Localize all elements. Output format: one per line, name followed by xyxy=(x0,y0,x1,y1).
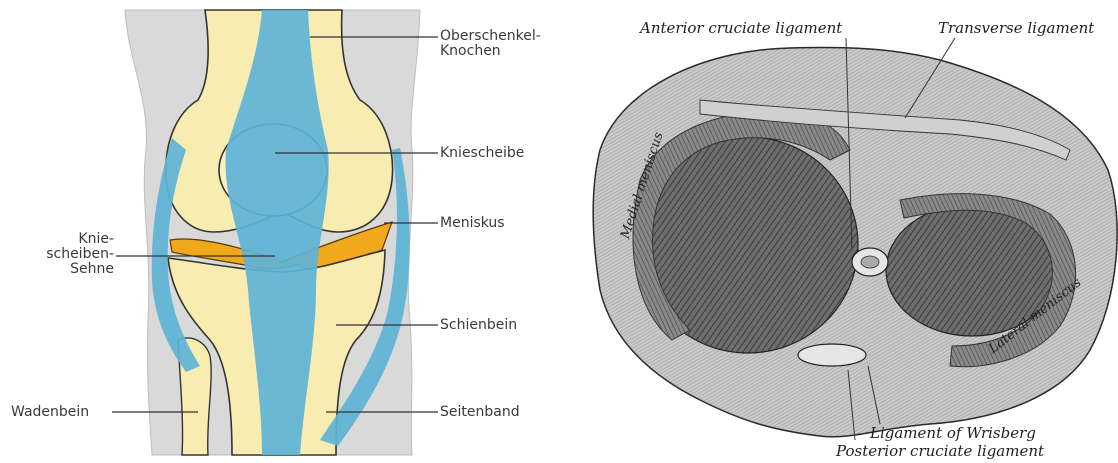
anterior-cruciate-attachment-core xyxy=(861,256,879,268)
label-collateral: Seitenband xyxy=(440,405,520,420)
label-tibia: Schienbein xyxy=(440,318,517,333)
label-femur-line2: Knochen xyxy=(440,44,541,59)
label-wrisberg: Ligament of Wrisberg xyxy=(870,424,1036,442)
posterior-cruciate-attachment xyxy=(798,344,866,366)
label-femur: Oberschenkel- Knochen xyxy=(440,29,541,59)
label-anterior-cruciate: Anterior cruciate ligament xyxy=(640,19,842,37)
label-meniscus: Meniskus xyxy=(440,216,505,231)
label-patella: Kniescheibe xyxy=(440,146,524,161)
label-patellar-tendon: Knie- scheiben- Sehne xyxy=(46,232,114,277)
label-fibula: Wadenbein xyxy=(11,405,89,420)
meniscus-engraving xyxy=(593,38,1117,440)
label-tendon-line2: scheiben- xyxy=(46,247,114,262)
label-tendon-line1: Knie- xyxy=(46,232,114,247)
knee-diagram xyxy=(112,10,438,455)
label-posterior-cruciate: Posterior cruciate ligament xyxy=(836,442,1044,460)
label-tendon-line3: Sehne xyxy=(46,262,114,277)
label-femur-line1: Oberschenkel- xyxy=(440,29,541,44)
label-transverse: Transverse ligament xyxy=(938,19,1094,37)
